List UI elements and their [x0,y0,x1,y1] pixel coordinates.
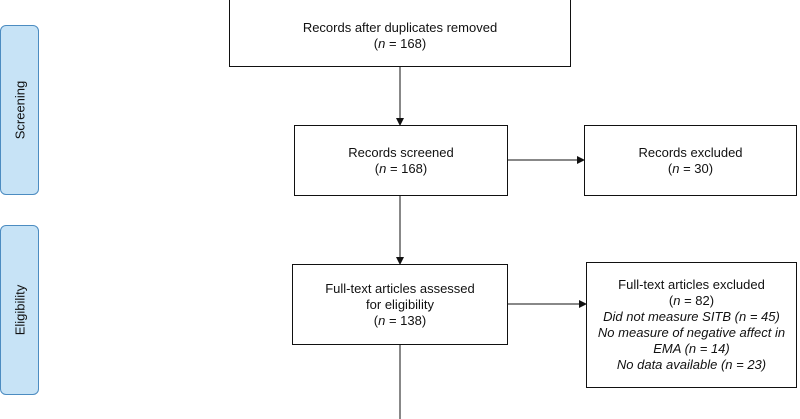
box-records-screened: Records screened (n = 168) [294,125,508,196]
box-fulltext-excluded-title: Full-text articles excluded [618,277,765,292]
phase-eligibility: Eligibility [0,225,39,395]
phase-screening: Screening [0,25,39,195]
box-records-excluded: Records excluded (n = 30) [584,125,797,196]
exclusion-reason: No data available (n = 23) [616,357,767,372]
box-duplicates-removed-title: Records after duplicates removed [302,19,498,35]
box-fulltext-assessed-title-2: for eligibility [366,296,434,312]
box-records-excluded-count: (n = 30) [667,160,714,176]
box-duplicates-removed: Records after duplicates removed (n = 16… [229,0,571,67]
box-fulltext-assessed-count: (n = 138) [373,312,427,328]
box-records-excluded-title: Records excluded [638,144,743,160]
box-fulltext-assessed: Full-text articles assessed for eligibil… [292,264,508,345]
exclusion-reason: No measure of negative affect in [597,325,786,340]
box-duplicates-removed-count: (n = 168) [373,35,427,51]
box-fulltext-excluded: Full-text articles excluded (n = 82) Did… [586,262,797,388]
exclusion-reason: EMA (n = 14) [653,341,730,356]
box-records-screened-title: Records screened [348,144,454,160]
box-fulltext-assessed-title-1: Full-text articles assessed [325,280,475,296]
box-records-screened-count: (n = 168) [374,160,428,176]
box-fulltext-excluded-count: (n = 82) [668,293,715,308]
exclusion-reason: Did not measure SITB (n = 45) [603,309,780,324]
